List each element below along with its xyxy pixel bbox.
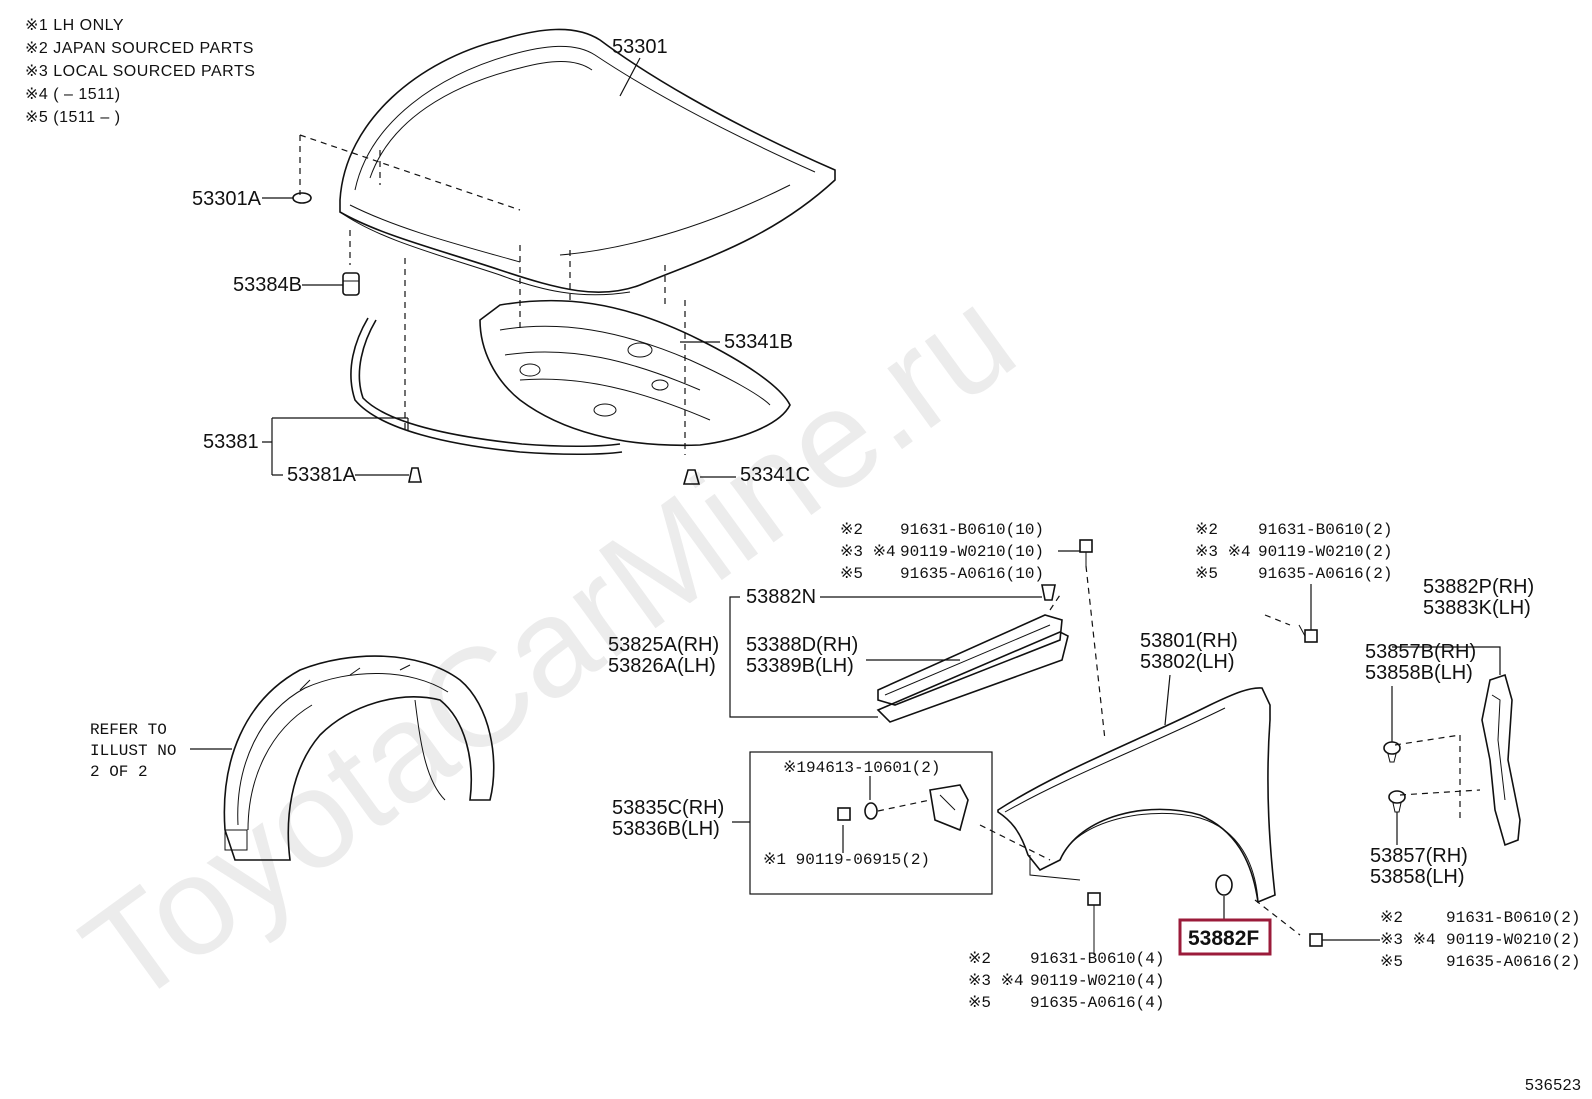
label-53301A: 53301A	[192, 188, 262, 210]
hood-drawing	[299, 28, 836, 455]
label-53857B: 53857B(RH)	[1365, 641, 1476, 663]
tr-mark-3: ※5	[1195, 565, 1218, 583]
tc-mark-1: ※2	[840, 521, 863, 539]
label-53301: 53301	[612, 36, 668, 58]
fender-drawing	[979, 614, 1301, 936]
label-53836B: 53836B(LH)	[612, 818, 720, 840]
bolt-group-bottom-right: ※2 91631-B0610(2) ※3 ※4 90119-W0210(2) ※…	[1380, 909, 1580, 971]
bc-code-3: 91635-A0616(4)	[1030, 994, 1164, 1012]
label-90119-06915: ※1 90119-06915(2)	[763, 851, 930, 869]
clip-53381A	[408, 467, 422, 483]
hood-insulator-drawing	[479, 299, 791, 447]
label-53384B: 53384B	[233, 274, 302, 296]
bolt-group-bottom-center: ※2 91631-B0610(4) ※3 ※4 90119-W0210(4) ※…	[968, 950, 1164, 1012]
br-code-1: 91631-B0610(2)	[1446, 909, 1580, 927]
cowl-seal-drawing	[876, 594, 1069, 723]
br-code-3: 91635-A0616(2)	[1446, 953, 1580, 971]
clip-53857	[1388, 790, 1406, 813]
tr-code-3: 91635-A0616(2)	[1258, 565, 1392, 583]
note-2: ※2 JAPAN SOURCED PARTS	[25, 40, 254, 57]
refer-line-1: REFER TO	[90, 721, 167, 739]
tc-code-1: 91631-B0610(10)	[900, 521, 1044, 539]
bolt-group-top-right: ※2 91631-B0610(2) ※3 ※4 90119-W0210(2) ※…	[1195, 521, 1392, 630]
note-5: ※5 (1511 – )	[25, 109, 121, 126]
tr-mark-1: ※2	[1195, 521, 1218, 539]
diagram-id: 536523	[1525, 1077, 1581, 1094]
note-4: ※4 ( – 1511)	[25, 86, 121, 103]
cushion-shape	[342, 272, 360, 296]
bc-mark-1: ※2	[968, 950, 991, 968]
label-53802: 53802(LH)	[1140, 651, 1235, 673]
label-53883K: 53883K(LH)	[1423, 597, 1531, 619]
watermark: ToyotaCarMine.ru	[55, 258, 1041, 1034]
label-53381A: 53381A	[287, 464, 357, 486]
br-mark-2: ※3 ※4	[1380, 931, 1436, 949]
tc-mark-3: ※5	[840, 565, 863, 583]
label-53882F[interactable]: 53882F	[1188, 927, 1259, 950]
bolt-group-top-center: ※2 91631-B0610(10) ※3 ※4 90119-W0210(10)…	[840, 521, 1080, 583]
label-194613: ※194613-10601(2)	[783, 759, 940, 777]
label-53388D: 53388D(RH)	[746, 634, 858, 656]
label-53825A: 53825A(RH)	[608, 634, 719, 656]
label-53801: 53801(RH)	[1140, 630, 1238, 652]
bolt-top-center	[1079, 539, 1106, 741]
highlight-box-53882F	[1178, 918, 1272, 956]
label-53341C: 53341C	[740, 464, 810, 486]
refer-note: REFER TO ILLUST NO 2 OF 2	[90, 721, 232, 781]
bracket-parts	[837, 784, 969, 832]
tc-code-2: 90119-W0210(10)	[900, 543, 1044, 561]
label-53858B: 53858B(LH)	[1365, 662, 1473, 684]
label-53882P: 53882P(RH)	[1423, 576, 1534, 598]
tc-code-3: 91635-A0616(10)	[900, 565, 1044, 583]
bc-code-2: 90119-W0210(4)	[1030, 972, 1164, 990]
label-53857: 53857(RH)	[1370, 845, 1468, 867]
note-1: ※1 LH ONLY	[25, 17, 124, 34]
label-53858: 53858(LH)	[1370, 866, 1465, 888]
refer-line-2: ILLUST NO	[90, 742, 176, 760]
bc-code-1: 91631-B0610(4)	[1030, 950, 1164, 968]
clip-53882N	[1041, 584, 1056, 601]
bolt-fender-bottom-right	[1309, 933, 1380, 947]
tr-code-2: 90119-W0210(2)	[1258, 543, 1392, 561]
side-seal-drawing	[1394, 673, 1521, 847]
tr-code-1: 91631-B0610(2)	[1258, 521, 1392, 539]
tr-mark-2: ※3 ※4	[1195, 543, 1251, 561]
br-code-2: 90119-W0210(2)	[1446, 931, 1580, 949]
label-53381: 53381	[203, 431, 259, 453]
grommet-53882F	[1215, 874, 1233, 896]
label-53341B: 53341B	[724, 331, 793, 353]
bc-mark-2: ※3 ※4	[968, 972, 1024, 990]
br-mark-1: ※2	[1380, 909, 1403, 927]
label-53826A: 53826A(LH)	[608, 655, 716, 677]
hood-bumper-shape	[292, 192, 312, 204]
note-3: ※3 LOCAL SOURCED PARTS	[25, 63, 255, 80]
notes-block: ※1 LH ONLY ※2 JAPAN SOURCED PARTS ※3 LOC…	[25, 17, 255, 126]
bracket-53825A	[729, 596, 878, 718]
tc-mark-2: ※3 ※4	[840, 543, 896, 561]
bolt-fender-top	[1298, 624, 1318, 643]
clip-53341C	[682, 469, 701, 485]
fender-liner-drawing	[223, 655, 495, 861]
hood-seal-drawing	[350, 317, 623, 456]
label-53835C: 53835C(RH)	[612, 797, 724, 819]
refer-line-3: 2 OF 2	[90, 763, 148, 781]
label-53882N: 53882N	[746, 586, 816, 608]
label-53389B: 53389B(LH)	[746, 655, 854, 677]
br-mark-3: ※5	[1380, 953, 1403, 971]
bracket-box	[749, 751, 993, 895]
bolt-fender-bottom-center	[1087, 892, 1101, 955]
bc-mark-3: ※5	[968, 994, 991, 1012]
